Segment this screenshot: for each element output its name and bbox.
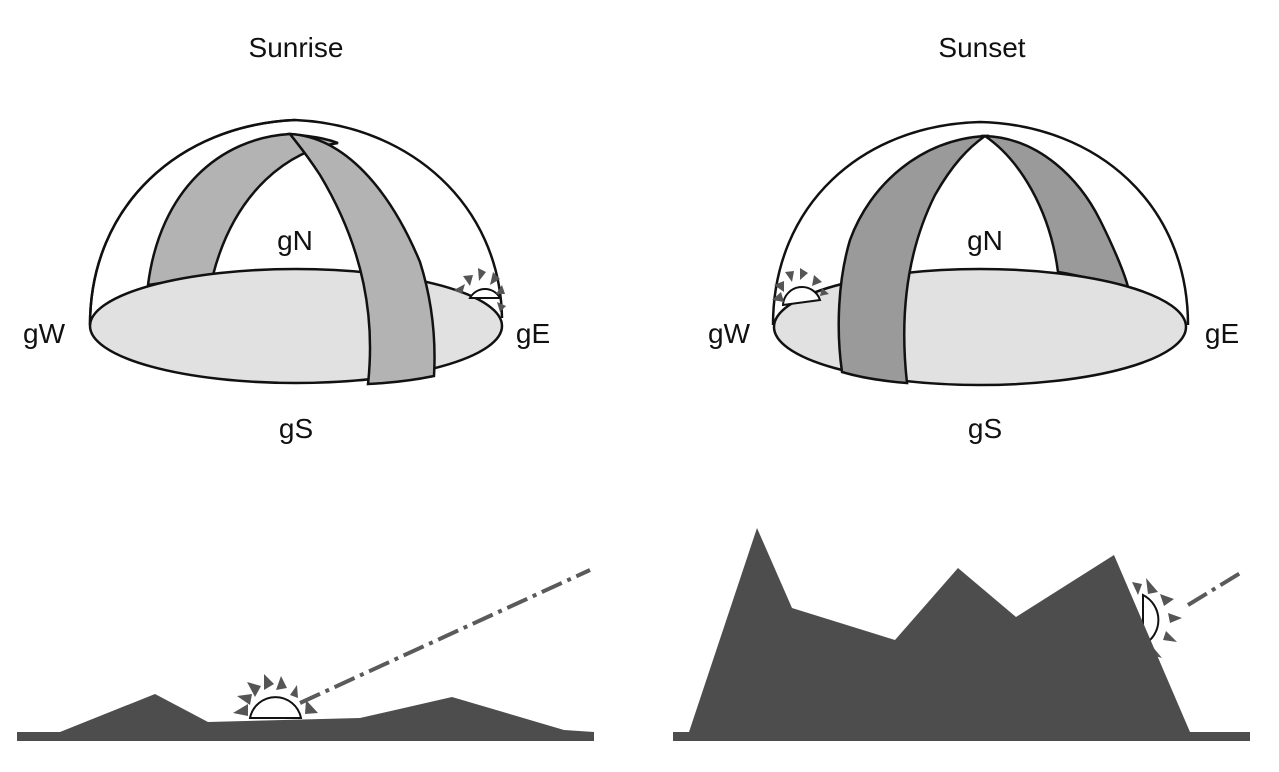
- sunset-title: Sunset: [938, 32, 1025, 63]
- sunrise-landscape: [17, 568, 594, 741]
- sunrise-south-label: gS: [279, 413, 313, 444]
- sight-line: [299, 568, 591, 705]
- sunset-terrain: [673, 528, 1250, 741]
- sunrise-title: Sunrise: [249, 32, 344, 63]
- sunset-west-label: gW: [708, 318, 751, 349]
- sunrise-east-label: gE: [516, 318, 550, 349]
- sun-icon: [233, 674, 318, 719]
- sunset-south-label: gS: [968, 413, 1002, 444]
- sunrise-terrain: [17, 694, 594, 741]
- sunrise-dome: [88, 118, 506, 386]
- sight-line: [1186, 570, 1244, 607]
- sunset-landscape: [673, 528, 1250, 741]
- sunrise-north-label: gN: [277, 225, 313, 256]
- sunrise-horizon-disc: [88, 267, 504, 385]
- sunrise-dome-arc: [88, 118, 296, 326]
- sunset-horizon-disc: [772, 267, 1188, 387]
- sun-icon: [772, 268, 829, 307]
- sunset-east-label: gE: [1205, 318, 1239, 349]
- sun-icon: [454, 268, 506, 312]
- sunrise-west-label: gW: [23, 318, 66, 349]
- sunset-dome: [771, 120, 1190, 387]
- sunrise-band-front: [287, 132, 436, 386]
- sunset-band-front: [837, 134, 990, 385]
- sunset-north-label: gN: [967, 225, 1003, 256]
- sunrise-band-back: [146, 132, 339, 287]
